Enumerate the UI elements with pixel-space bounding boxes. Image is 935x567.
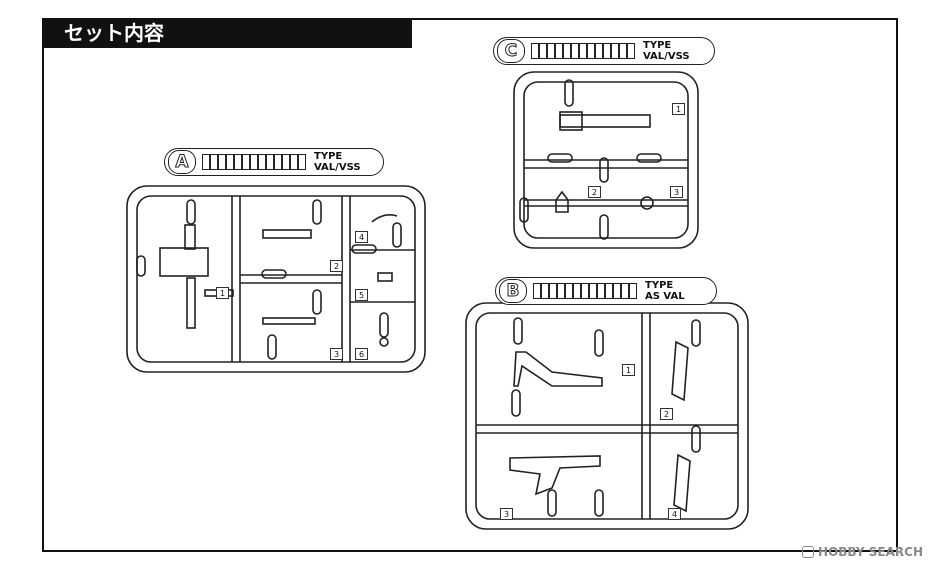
part-number: 2: [588, 186, 601, 198]
part-number: 2: [330, 260, 343, 272]
sprue-a: [126, 185, 426, 373]
watermark-text: HOBBY SEARCH: [818, 545, 923, 559]
watermark: HOBBY SEARCH: [802, 545, 923, 559]
part-number: 1: [622, 364, 635, 376]
part-number: 1: [216, 287, 229, 299]
part-number: 5: [355, 289, 368, 301]
sprue-c: [513, 71, 699, 249]
sprue-letter-c: C: [497, 39, 525, 63]
sprue-type-label: TYPE VAL/VSS: [314, 151, 361, 173]
part-number: 1: [672, 103, 685, 115]
brand-logo-icon: [202, 154, 306, 170]
brand-logo-icon: [531, 43, 635, 59]
sprue-c-header: C TYPE VAL/VSS: [493, 37, 715, 65]
hobby-search-logo-icon: [802, 546, 815, 558]
sprue-letter-b: B: [499, 279, 527, 303]
brand-logo-icon: [533, 283, 637, 299]
part-number: 2: [660, 408, 673, 420]
sprue-b-header: B TYPE AS VAL: [495, 277, 717, 305]
part-number: 3: [330, 348, 343, 360]
page-title: セット内容: [42, 18, 412, 48]
sprue-letter-a: A: [168, 150, 196, 174]
part-number: 6: [355, 348, 368, 360]
sprue-type-label: TYPE AS VAL: [645, 280, 685, 302]
part-number: 3: [500, 508, 513, 520]
content-frame: [42, 18, 898, 552]
sprue-a-header: A TYPE VAL/VSS: [164, 148, 384, 176]
part-number: 4: [355, 231, 368, 243]
sprue-b: [465, 302, 749, 530]
sprue-type-label: TYPE VAL/VSS: [643, 40, 690, 62]
part-number: 3: [670, 186, 683, 198]
part-number: 4: [668, 508, 681, 520]
